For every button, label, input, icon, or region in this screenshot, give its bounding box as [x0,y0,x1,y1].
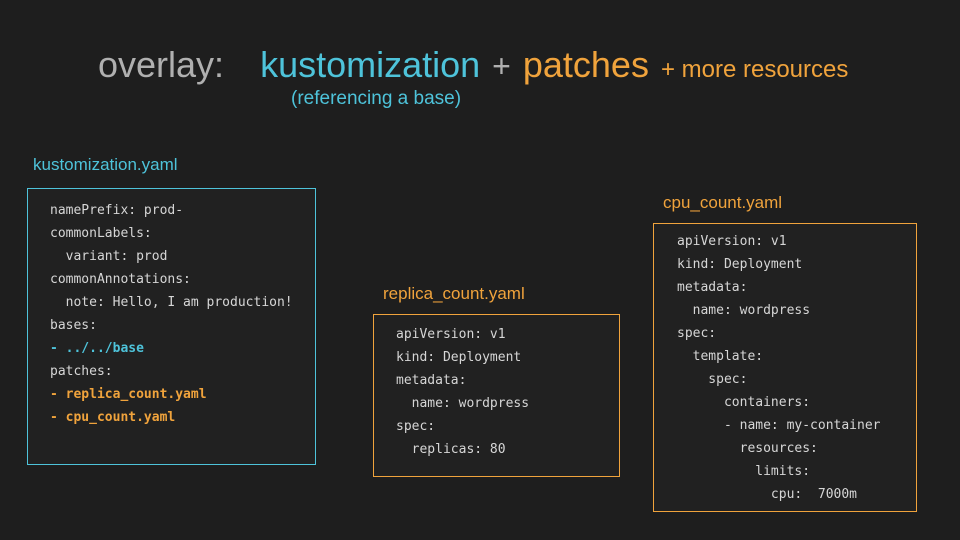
code-line: kind: Deployment [677,257,803,272]
codebox-cpu-count: apiVersion: v1 kind: Deployment metadata… [653,223,917,512]
code-line: cpu: 7000m [677,487,858,502]
code-line: spec: [396,419,436,434]
code-line: bases: [50,318,97,333]
code-line: spec: [677,372,748,387]
code-line: namePrefix: prod- [50,203,184,218]
code-line: apiVersion: v1 [677,234,787,249]
codebox-kustomization: namePrefix: prod- commonLabels: variant:… [27,188,316,465]
slide-title: overlay: kustomization + patches + more … [98,44,848,86]
code-line-highlight-cpu-patch: - cpu_count.yaml [50,410,176,425]
code-line: spec: [677,326,717,341]
code-line: commonAnnotations: [50,272,191,287]
panel-label-replica-count: replica_count.yaml [383,284,525,303]
code-line: containers: [677,395,811,410]
title-overlay: overlay: [98,44,225,85]
panel-label-cpu-count: cpu_count.yaml [663,193,783,212]
plus-sign: + [492,48,511,84]
panel-label-kustomization: kustomization.yaml [33,155,178,174]
code-line: name: wordpress [677,303,811,318]
code-line: replicas: 80 [396,442,506,457]
code-line: kind: Deployment [396,350,522,365]
title-patches: patches [522,44,649,85]
title-subtitle: (referencing a base) [291,88,462,109]
code-line: name: wordpress [396,396,530,411]
codebox-replica-count: apiVersion: v1 kind: Deployment metadata… [373,314,620,477]
code-line: apiVersion: v1 [396,327,506,342]
code-line: variant: prod [50,249,168,264]
title-more-resources: + more resources [660,56,849,83]
code-line: template: [677,349,764,364]
code-line: metadata: [677,280,748,295]
title-kustomization: kustomization [260,44,481,85]
code-line-highlight-replica-patch: - replica_count.yaml [50,387,207,402]
code-line: note: Hello, I am production! [50,295,293,310]
code-line: metadata: [396,373,467,388]
code-line: limits: [677,464,811,479]
code-line: commonLabels: [50,226,152,241]
code-line: - name: my-container [677,418,881,433]
code-line: patches: [50,364,113,379]
code-line: resources: [677,441,818,456]
code-line-highlight-base: - ../../base [50,341,144,356]
